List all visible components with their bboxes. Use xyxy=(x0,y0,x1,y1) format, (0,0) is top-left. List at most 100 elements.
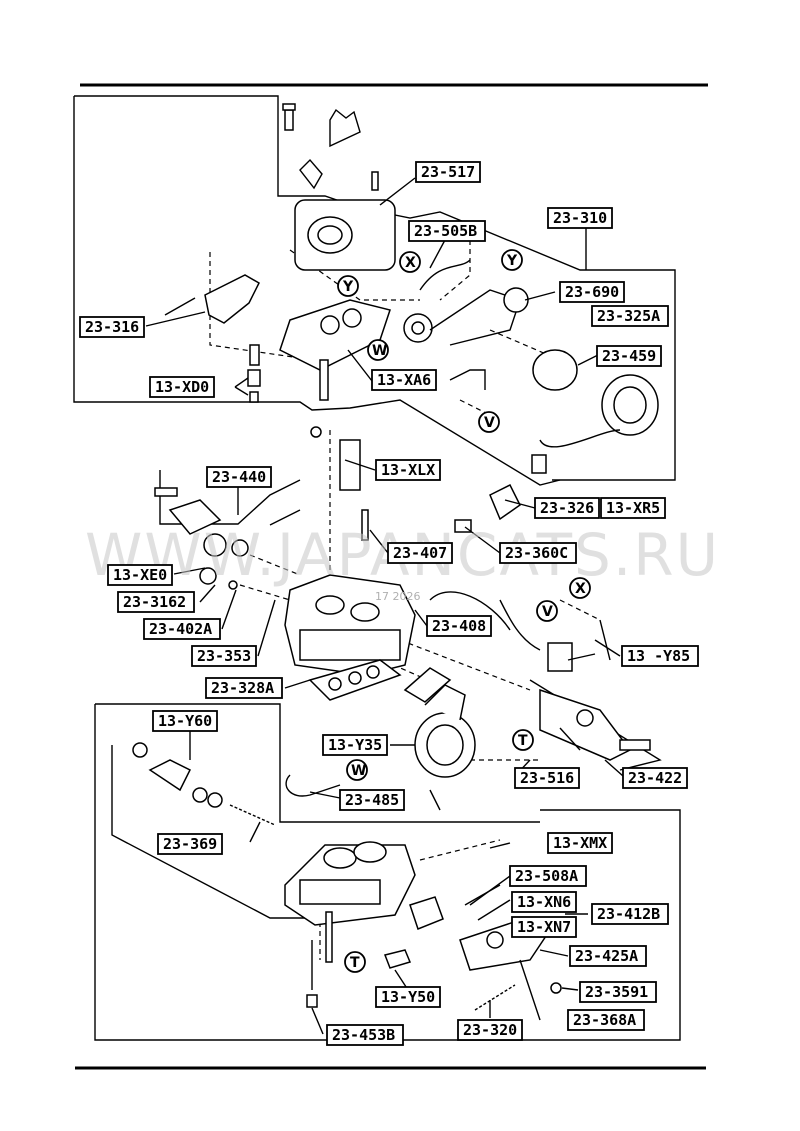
svg-text:23-320: 23-320 xyxy=(463,1021,517,1039)
label-23-328A: 23-328A xyxy=(205,677,283,699)
svg-text:13 -Y85: 13 -Y85 xyxy=(627,647,690,665)
svg-text:13-Y50: 13-Y50 xyxy=(381,988,435,1006)
svg-text:23-412B: 23-412B xyxy=(597,905,660,923)
svg-text:Y: Y xyxy=(342,279,354,295)
svg-text:23-3591: 23-3591 xyxy=(585,983,648,1001)
callout-w-1: W xyxy=(367,339,389,361)
label-23-316: 23-316 xyxy=(79,316,145,338)
label-13-Y85: 13 -Y85 xyxy=(621,645,699,667)
callout-x-2: X xyxy=(569,577,591,599)
svg-text:23-3162: 23-3162 xyxy=(123,593,186,611)
svg-text:23-425A: 23-425A xyxy=(575,947,638,965)
svg-text:23-422: 23-422 xyxy=(628,769,682,787)
label-13-XD0: 13-XD0 xyxy=(149,376,215,398)
svg-text:Y: Y xyxy=(506,253,518,269)
choke-housing xyxy=(532,349,578,391)
callout-x-1: X xyxy=(399,251,421,273)
svg-text:23-505B: 23-505B xyxy=(414,222,477,240)
label-13-XN6: 13-XN6 xyxy=(511,891,577,913)
svg-text:13-XR5: 13-XR5 xyxy=(606,499,660,517)
svg-text:23-353: 23-353 xyxy=(197,647,251,665)
label-23-368A: 23-368A xyxy=(567,1009,645,1031)
svg-text:23-459: 23-459 xyxy=(602,347,656,365)
label-23-516: 23-516 xyxy=(514,767,580,789)
parts-upper xyxy=(164,103,659,474)
svg-text:23-407: 23-407 xyxy=(393,544,447,562)
label-13-Y60: 13-Y60 xyxy=(152,710,218,732)
svg-text:W: W xyxy=(351,763,366,779)
label-23-3591: 23-3591 xyxy=(579,981,657,1003)
label-23-353: 23-353 xyxy=(191,645,257,667)
vacuum-hose xyxy=(285,774,341,797)
label-23-690: 23-690 xyxy=(559,281,625,303)
callout-v-1: V xyxy=(478,411,500,433)
label-23-425A: 23-425A xyxy=(569,945,647,967)
label-13-Y50: 13-Y50 xyxy=(375,986,441,1008)
svg-text:V: V xyxy=(484,415,495,431)
label-23-459: 23-459 xyxy=(596,345,662,367)
svg-text:23-310: 23-310 xyxy=(553,209,607,227)
svg-text:23-690: 23-690 xyxy=(565,283,619,301)
callout-v-2: V xyxy=(536,600,558,622)
svg-text:13-XN6: 13-XN6 xyxy=(517,893,571,911)
callout-t-1: T xyxy=(512,729,534,751)
label-23-517: 23-517 xyxy=(415,161,481,183)
label-13-XLX: 13-XLX xyxy=(375,459,441,481)
svg-text:23-316: 23-316 xyxy=(85,318,139,336)
part-labels: 23-517 23-310 23-505B 23-690 23-325A 23-… xyxy=(79,161,699,1046)
label-13-XR5: 13-XR5 xyxy=(600,497,666,519)
label-23-422: 23-422 xyxy=(622,767,688,789)
reference-callouts: X Y Y W V X V T W T xyxy=(337,249,591,973)
label-13-XA6: 13-XA6 xyxy=(371,369,437,391)
svg-text:23-368A: 23-368A xyxy=(573,1011,636,1029)
leader-lines xyxy=(145,177,624,1035)
choke-lever xyxy=(204,274,260,324)
svg-text:23-369: 23-369 xyxy=(163,835,217,853)
svg-text:23-440: 23-440 xyxy=(212,468,266,486)
svg-text:23-325A: 23-325A xyxy=(597,307,660,325)
svg-text:T: T xyxy=(518,733,528,749)
label-23-360C: 23-360C xyxy=(499,542,577,564)
svg-text:13-XD0: 13-XD0 xyxy=(155,378,209,396)
svg-text:23-453B: 23-453B xyxy=(332,1026,395,1044)
svg-text:13-Y60: 13-Y60 xyxy=(158,712,212,730)
label-23-407: 23-407 xyxy=(387,542,453,564)
svg-text:V: V xyxy=(542,604,553,620)
label-13-XN7: 13-XN7 xyxy=(511,916,577,938)
svg-text:X: X xyxy=(575,581,586,597)
svg-text:23-326: 23-326 xyxy=(540,499,594,517)
svg-text:23-516: 23-516 xyxy=(520,769,574,787)
label-23-505B: 23-505B xyxy=(408,220,486,242)
label-13-XE0: 13-XE0 xyxy=(107,564,173,586)
svg-text:23-408: 23-408 xyxy=(432,617,486,635)
svg-text:T: T xyxy=(350,955,360,971)
label-13-XMX: 13-XMX xyxy=(547,832,613,854)
svg-text:13-XN7: 13-XN7 xyxy=(517,918,571,936)
callout-y-1: Y xyxy=(337,275,359,297)
svg-text:13-Y35: 13-Y35 xyxy=(328,736,382,754)
svg-text:X: X xyxy=(405,255,416,271)
label-23-320: 23-320 xyxy=(457,1019,523,1041)
parts-middle xyxy=(154,439,651,761)
label-23-485: 23-485 xyxy=(339,789,405,811)
callout-y-2: Y xyxy=(501,249,523,271)
label-23-369: 23-369 xyxy=(157,833,223,855)
label-23-310: 23-310 xyxy=(547,207,613,229)
label-23-408: 23-408 xyxy=(426,615,492,637)
svg-text:23-328A: 23-328A xyxy=(211,679,274,697)
label-23-453B: 23-453B xyxy=(326,1024,404,1046)
label-23-412B: 23-412B xyxy=(591,903,669,925)
group-outlines xyxy=(73,95,681,1041)
parts-lower xyxy=(132,684,562,1011)
label-23-508A: 23-508A xyxy=(509,865,587,887)
label-23-326: 23-326 xyxy=(534,497,600,519)
svg-text:13-XE0: 13-XE0 xyxy=(113,566,167,584)
svg-text:13-XMX: 13-XMX xyxy=(553,834,607,852)
svg-text:23-508A: 23-508A xyxy=(515,867,578,885)
watermark-small: 17 2026 xyxy=(375,590,421,603)
label-23-440: 23-440 xyxy=(206,466,272,488)
svg-text:13-XA6: 13-XA6 xyxy=(377,371,431,389)
svg-text:23-402A: 23-402A xyxy=(149,620,212,638)
label-23-402A: 23-402A xyxy=(143,618,221,640)
svg-text:13-XLX: 13-XLX xyxy=(381,461,435,479)
